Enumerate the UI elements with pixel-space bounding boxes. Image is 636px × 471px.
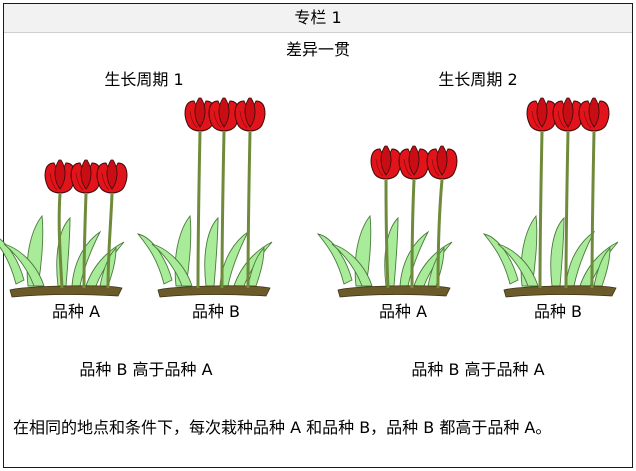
plant-cycle2-variety-b [483,97,619,298]
panel-title: 专栏 1 [4,4,632,33]
panel-subtitle: 差异一贯 [285,40,351,59]
conclusion-text: 在相同的地点和条件下，每次栽种品种 A 和品种 B，品种 B 都高于品种 A。 [13,418,552,437]
plant-cycle1-variety-b [137,97,273,298]
cycle1-result: 品种 B 高于品种 A [79,360,213,379]
cycle2-label: 生长周期 2 [438,70,518,89]
cycle2-variety-a-label: 品种 A [378,302,428,321]
cycle1-variety-a-label: 品种 A [51,302,101,321]
cycle2-result: 品种 B 高于品种 A [411,360,545,379]
plant-cycle1-variety-a [0,159,128,298]
cycle1-label: 生长周期 1 [104,70,184,89]
cycle1-variety-b-label: 品种 B [191,302,241,321]
cycle2-variety-b-label: 品种 B [533,302,583,321]
plant-cycle2-variety-a [317,145,458,298]
